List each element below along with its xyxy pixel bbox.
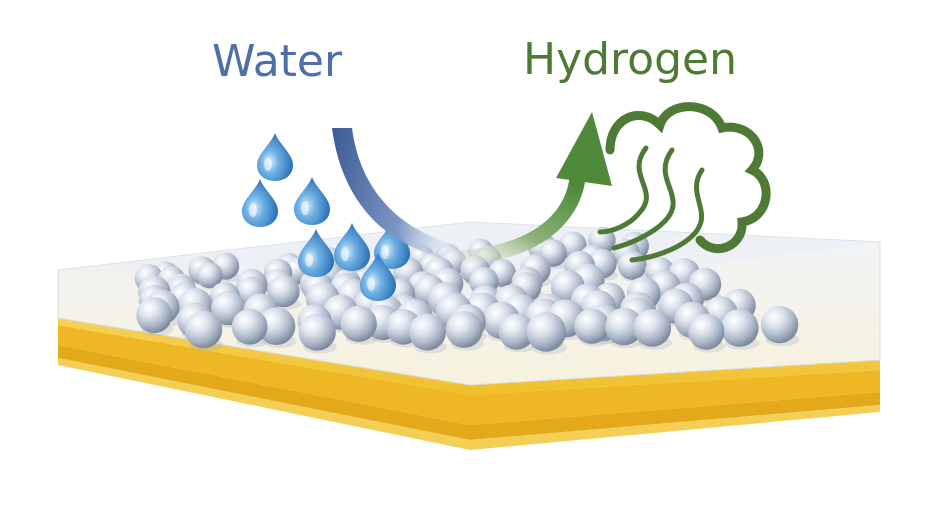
catalyst-sphere-icon [184, 310, 223, 349]
catalyst-sphere-icon [617, 250, 647, 280]
catalyst-sphere-icon [498, 313, 535, 350]
catalyst-sphere-icon [720, 308, 759, 347]
water-drop-icon [334, 223, 370, 271]
catalyst-spheres [134, 226, 800, 355]
water-drop-icon [298, 229, 334, 277]
catalyst-sphere-icon [526, 312, 567, 352]
catalyst-sphere-icon [633, 309, 672, 347]
catalyst-sphere-icon [340, 305, 377, 342]
water-drop-icon [294, 177, 330, 225]
catalyst-sphere-icon [267, 275, 300, 308]
catalyst-sphere-icon [408, 313, 446, 351]
water-arrow-icon [332, 128, 470, 262]
catalyst-sphere-icon [257, 307, 296, 346]
catalyst-sphere-icon [136, 297, 173, 334]
catalyst-sphere-icon [760, 305, 799, 344]
gold-substrate [58, 318, 880, 450]
catalyst-sphere-icon [196, 262, 223, 289]
catalyst-sphere-icon [231, 308, 268, 345]
catalyst-sphere-icon [688, 313, 725, 350]
hydrogen-label: Hydrogen [523, 34, 737, 85]
hydrogen-arrow-icon [462, 112, 612, 264]
catalyst-sphere-icon [298, 313, 336, 351]
catalyst-sphere-icon [574, 308, 610, 344]
catalyst-sphere-icon [445, 311, 483, 348]
hydrogen-cloud-icon [597, 102, 771, 263]
catalyst-sphere-icon [605, 307, 643, 346]
water-label: Water [212, 36, 343, 87]
water-drop-icon [242, 179, 278, 227]
water-drop-icon [257, 133, 293, 181]
